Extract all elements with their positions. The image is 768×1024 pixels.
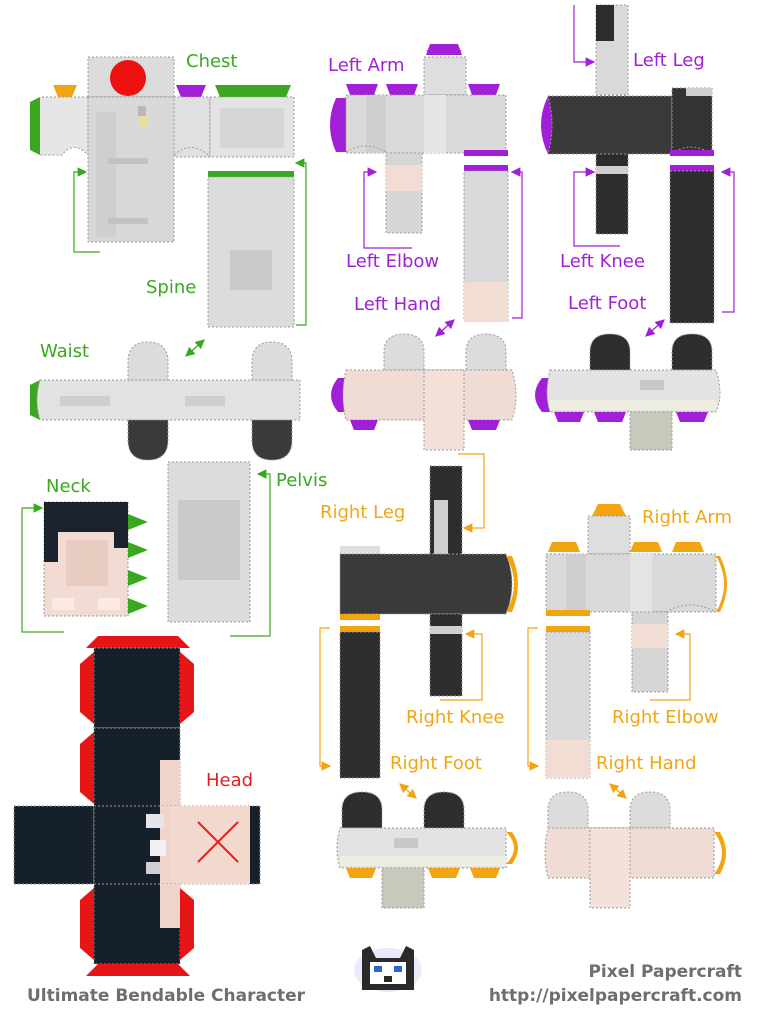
label-right-elbow: Right Elbow xyxy=(612,707,719,728)
footer-title: Ultimate Bendable Character xyxy=(27,986,306,1006)
label-left-arm: Left Arm xyxy=(328,55,405,76)
label-left-elbow: Left Elbow xyxy=(346,251,440,272)
chest-part xyxy=(30,56,295,243)
label-left-knee: Left Knee xyxy=(560,251,645,272)
footer-url[interactable]: http://pixelpapercraft.com xyxy=(488,986,742,1006)
label-chest: Chest xyxy=(186,51,238,72)
label-head: Head xyxy=(206,770,254,791)
label-left-leg: Left Leg xyxy=(633,50,705,71)
label-right-foot: Right Foot xyxy=(390,753,482,774)
label-waist: Waist xyxy=(40,341,90,362)
label-right-arm: Right Arm xyxy=(642,507,733,528)
spine-part xyxy=(207,171,295,328)
label-left-hand: Left Hand xyxy=(354,294,441,315)
red-button-icon xyxy=(110,60,146,96)
left-hand-part xyxy=(331,333,517,451)
right-foot-part xyxy=(336,791,518,909)
label-spine: Spine xyxy=(146,277,197,298)
label-right-knee: Right Knee xyxy=(406,707,505,728)
pelvis-part xyxy=(167,461,251,623)
left-foot-part xyxy=(535,333,721,451)
label-pelvis: Pelvis xyxy=(276,470,328,491)
bracket-arrow-icon xyxy=(73,167,100,253)
head-part xyxy=(13,636,261,976)
neck-part xyxy=(43,501,148,617)
label-left-foot: Left Foot xyxy=(568,293,647,314)
footer-brand: Pixel Papercraft xyxy=(588,962,742,982)
left-leg-part xyxy=(541,4,715,324)
label-right-leg: Right Leg xyxy=(320,502,406,523)
waist-part xyxy=(30,341,301,461)
right-hand-part xyxy=(544,791,726,909)
wolf-logo-icon xyxy=(354,946,422,992)
right-leg-part xyxy=(339,465,518,779)
left-arm-part xyxy=(330,44,509,322)
double-arrow-icon xyxy=(185,339,205,357)
label-neck: Neck xyxy=(46,476,91,497)
label-right-hand: Right Hand xyxy=(596,753,697,774)
right-arm-part xyxy=(545,504,727,779)
